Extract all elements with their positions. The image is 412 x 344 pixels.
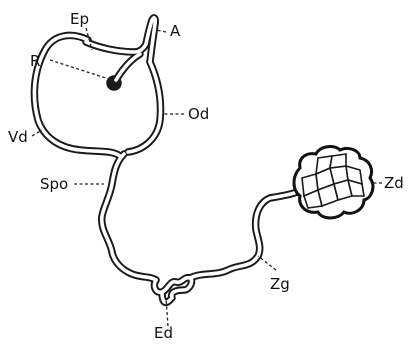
label-Zg: Zg: [270, 275, 290, 293]
label-Vd: Vd: [8, 128, 28, 146]
leader-Zg: [258, 256, 276, 270]
leader-R: [50, 60, 112, 80]
label-Ep: Ep: [70, 10, 89, 28]
label-Spo: Spo: [40, 175, 68, 193]
zd-gland: [294, 147, 373, 218]
label-Ed: Ed: [154, 324, 173, 342]
label-A: A: [170, 22, 181, 40]
label-Zd: Zd: [384, 174, 404, 192]
label-R: R: [30, 52, 40, 70]
label-Od: Od: [188, 105, 209, 123]
